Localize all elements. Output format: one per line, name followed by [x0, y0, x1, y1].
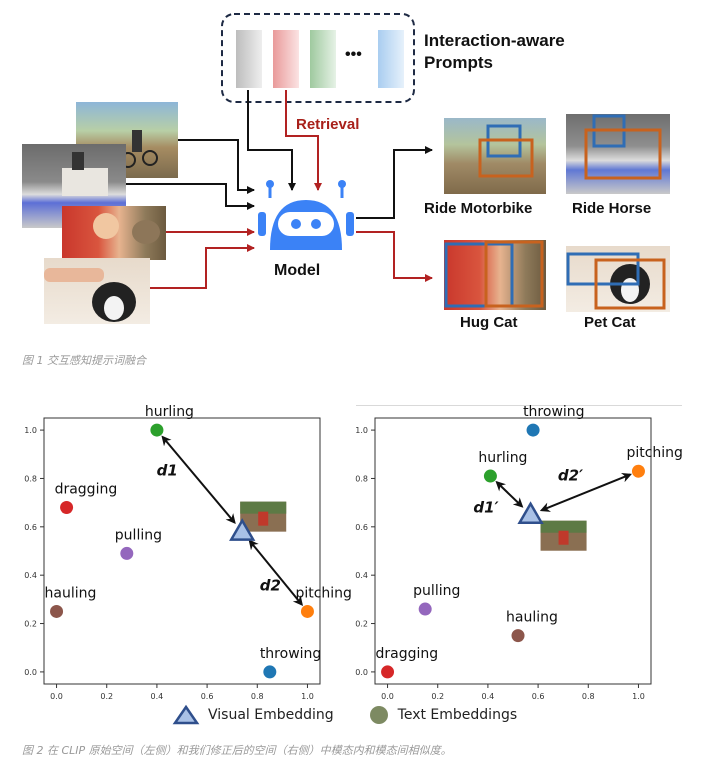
output-photo-hug-cat	[444, 240, 546, 310]
output-label-hug-cat: Hug Cat	[460, 314, 518, 331]
prompt-token-green	[310, 30, 336, 88]
x-tick-label: 0.6	[201, 692, 214, 701]
scatter-plot-original-clip: 0.0 0.2 0.4 0.6 0.8 1.0 0.0 0.2 0.4 0.6 0.8 1.0 d1 d2…	[24, 404, 351, 701]
point-label-hurling: hurling	[145, 404, 194, 420]
figure2-caption: 图 2 在 CLIP 原始空间（左侧）和我们修正后的空间（右侧）中模态内和模态间…	[22, 744, 452, 757]
legend-text-label: Text Embeddings	[397, 707, 518, 723]
y-tick-label: 0.6	[355, 523, 368, 532]
point-label-pitching: pitching	[626, 445, 683, 461]
distance-label: d2	[260, 577, 281, 595]
input-photo-pet-cat	[44, 258, 150, 324]
prompt-token-blue	[378, 30, 404, 88]
visual-embedding-marker	[229, 518, 256, 541]
point-hurling	[150, 423, 164, 437]
y-tick-label: 0.0	[355, 668, 368, 677]
output-label-ride-motorbike: Ride Motorbike	[424, 200, 533, 217]
x-tick-label: 0.2	[431, 692, 444, 701]
point-throwing	[526, 423, 540, 437]
prompt-box	[221, 13, 415, 103]
y-tick-label: 0.6	[24, 523, 37, 532]
prompt-token-gray	[236, 30, 262, 88]
distance-label: d1	[157, 462, 178, 480]
y-tick-label: 1.0	[24, 426, 37, 435]
divider	[356, 405, 682, 406]
legend: Visual Embedding Text Embeddings	[172, 703, 517, 727]
prompt-ellipsis: •••	[345, 46, 362, 63]
y-tick-label: 0.8	[24, 474, 37, 483]
point-label-dragging: dragging	[376, 646, 439, 662]
point-pulling	[418, 602, 432, 616]
triangle-icon	[172, 704, 200, 725]
point-hurling	[483, 469, 497, 483]
prompt-token-red	[273, 30, 299, 88]
distance-arrow	[495, 480, 524, 508]
y-tick-label: 0.0	[24, 668, 37, 677]
point-hauling	[50, 604, 64, 618]
y-tick-label: 1.0	[355, 426, 368, 435]
point-dragging	[381, 665, 395, 679]
x-tick-label: 0.4	[482, 692, 495, 701]
figure1-caption: 图 1 交互感知提示词融合	[22, 354, 146, 367]
x-tick-label: 0.8	[251, 692, 264, 701]
point-label-hauling: hauling	[506, 610, 558, 626]
retrieval-label: Retrieval	[296, 116, 360, 133]
point-label-pitching: pitching	[295, 585, 351, 601]
x-tick-label: 0.0	[381, 692, 394, 701]
robot-icon	[258, 180, 354, 250]
x-tick-label: 0.6	[532, 692, 545, 701]
point-label-hurling: hurling	[478, 450, 527, 466]
distance-arrow	[248, 539, 304, 607]
point-label-throwing: throwing	[523, 404, 584, 420]
distance-label: d2′	[558, 466, 583, 484]
x-tick-label: 0.0	[50, 692, 63, 701]
point-label-dragging: dragging	[55, 481, 118, 497]
x-tick-label: 0.2	[100, 692, 113, 701]
point-label-hauling: hauling	[45, 585, 97, 601]
distance-arrow	[539, 472, 632, 512]
scatter-plot-corrected: 0.0 0.2 0.4 0.6 0.8 1.0 0.0 0.2 0.4 0.6 0.8 1.0 d1′ d…	[355, 404, 683, 701]
model-label: Model	[274, 262, 321, 279]
point-label-pulling: pulling	[115, 527, 162, 543]
y-tick-label: 0.8	[355, 474, 368, 483]
plot-frame	[43, 417, 321, 685]
figure1-diagram	[126, 13, 433, 289]
input-photo-hug-cat	[62, 206, 166, 260]
y-tick-label: 0.4	[355, 571, 368, 580]
output-label-pet-cat: Pet Cat	[584, 314, 636, 331]
point-throwing	[263, 665, 277, 679]
x-tick-label: 1.0	[301, 692, 314, 701]
distance-label: d1′	[473, 498, 498, 516]
point-dragging	[60, 500, 74, 514]
prompt-title: Interaction-aware Prompts	[424, 30, 565, 74]
visual-embedding-thumbnail	[240, 501, 287, 532]
x-tick-label: 0.4	[151, 692, 164, 701]
output-photo-ride-motorbike	[444, 118, 546, 194]
point-pitching	[631, 464, 645, 478]
prompt-title-line1: Interaction-aware	[424, 31, 565, 50]
point-pulling	[120, 546, 134, 560]
legend-visual-label: Visual Embedding	[208, 707, 334, 723]
y-tick-label: 0.2	[24, 620, 37, 629]
visual-embedding-thumbnail	[540, 520, 587, 551]
visual-embedding-marker	[517, 501, 544, 524]
distance-arrow	[161, 435, 236, 524]
circle-icon	[369, 706, 388, 724]
y-tick-label: 0.4	[24, 571, 37, 580]
output-photo-ride-horse	[566, 114, 670, 194]
y-tick-label: 0.2	[355, 620, 368, 629]
x-tick-label: 0.8	[582, 692, 595, 701]
point-pitching	[300, 604, 314, 618]
output-label-ride-horse: Ride Horse	[572, 200, 652, 217]
prompt-title-line2: Prompts	[424, 53, 493, 72]
x-tick-label: 1.0	[632, 692, 645, 701]
point-hauling	[511, 629, 525, 643]
point-label-pulling: pulling	[413, 583, 460, 599]
output-photo-pet-cat	[566, 246, 670, 312]
point-label-throwing: throwing	[260, 646, 321, 662]
